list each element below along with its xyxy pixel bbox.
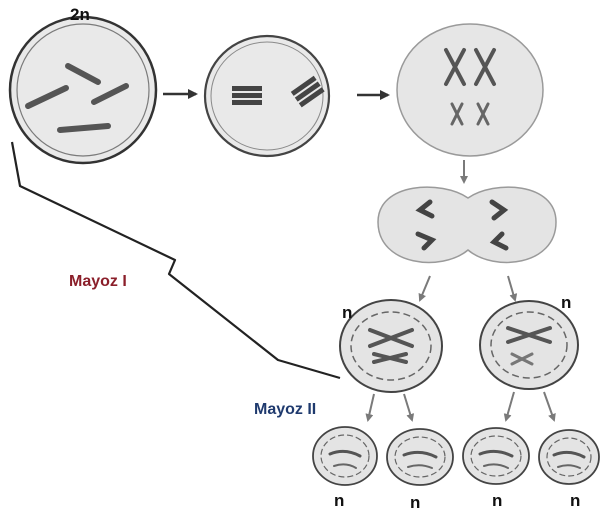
arrow [543,391,556,422]
metaphase-cell [396,23,544,157]
ploidy-label-2n: 2n [70,5,90,24]
ploidy-label-n: n [570,491,581,510]
chromosome [415,199,509,251]
chromosome [25,85,69,109]
chromosome-pair [232,86,262,105]
chromosome-pair [290,75,325,108]
arrow [418,275,431,302]
replicated-cell [203,34,331,158]
chromosome [65,63,101,85]
arrow [507,275,518,302]
ploidy-label-n: n [492,491,503,510]
haploid-cell [538,429,600,485]
arrow [503,391,515,422]
arrow [403,393,415,422]
ploidy-label-n: n [561,293,572,312]
meiosis-1-label: Mayoz I [69,273,127,290]
meiosis-bracket-line [10,141,341,380]
chromosome-x [368,328,414,348]
chromosome-x [474,48,496,86]
chromosome [91,83,129,105]
daughter-cell-left [339,299,443,393]
ploidy-label-n: n [342,303,353,322]
chromosome-x [506,326,552,344]
meiosis-2-label: Mayoz II [254,401,317,418]
chromosome-x [476,102,490,126]
ploidy-label-n: n [410,493,421,512]
chromosome-x [372,352,408,364]
dividing-cell [377,186,557,264]
haploid-cell [312,426,378,486]
haploid-cell [386,428,454,486]
diploid-cell [8,15,158,165]
arrow [365,393,375,422]
daughter-cell-right [479,300,579,390]
chromosome-x [450,102,464,126]
chromosome-x [510,352,534,366]
chromosome [57,123,111,133]
haploid-cell [462,427,530,485]
ploidy-label-n: n [334,491,345,510]
chromosome-x [444,48,466,86]
